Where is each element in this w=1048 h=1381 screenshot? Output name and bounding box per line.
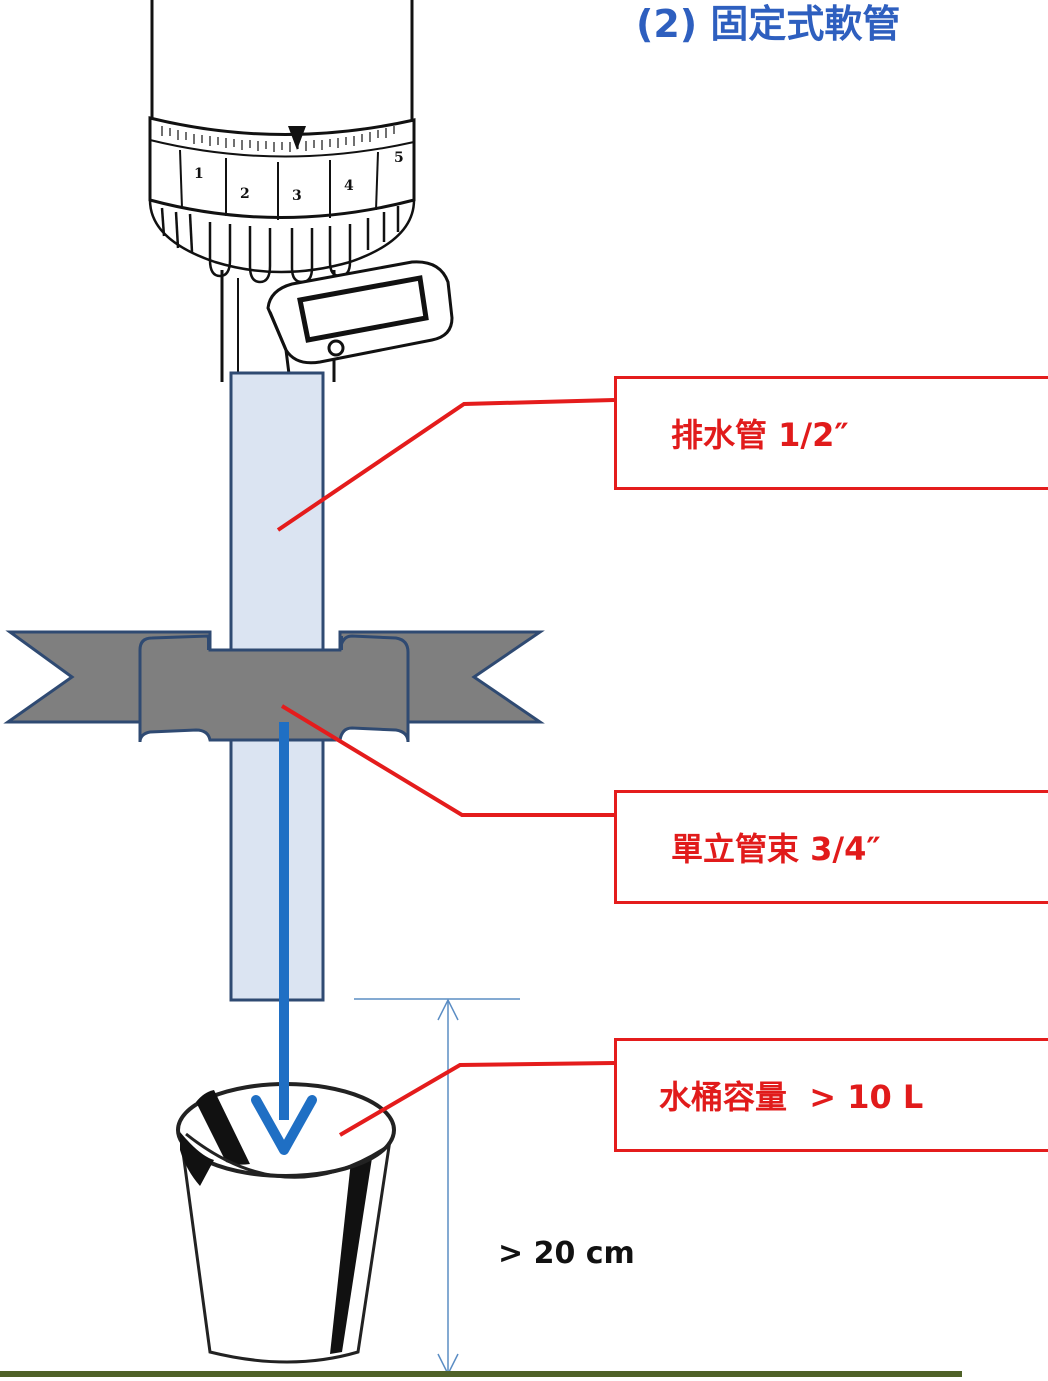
callout-pipe-clamp: 單立管束 3/4″: [614, 790, 1048, 904]
callout-pipe-clamp-label: 單立管束 3/4″: [671, 830, 881, 868]
dial-number-1: 1: [194, 166, 204, 182]
dial-ticks: [161, 126, 395, 152]
callout-drain-pipe-label: 排水管 1/2″: [671, 416, 849, 454]
flow-arrow-icon: [251, 722, 317, 1155]
leader-pipe-clamp: [280, 704, 614, 817]
dosing-pump: 1 2 3 4 5: [148, 0, 454, 383]
callout-bucket: 水桶容量 > 10 L: [614, 1038, 1048, 1152]
dial-number-2: 2: [240, 186, 250, 202]
battery-box: [266, 260, 454, 383]
callout-drain-pipe: 排水管 1/2″: [614, 376, 1048, 490]
dial-indicator-icon: [288, 126, 306, 150]
bucket: [176, 1082, 396, 1364]
pipe-clamp: [3, 630, 545, 743]
clamp-band: [138, 634, 410, 743]
page-title: (2) 固定式軟管: [636, 2, 901, 46]
dial-number-3: 3: [292, 188, 302, 204]
height-label: > 20 cm: [498, 1236, 635, 1271]
leader-lines: [276, 398, 615, 1137]
dial-number-5: 5: [394, 150, 404, 166]
pump-cylinder: [150, 0, 414, 138]
dial-numbers: 1 2 3 4 5: [194, 150, 404, 204]
leader-bucket: [338, 1061, 615, 1137]
dial-number-4: 4: [344, 178, 354, 194]
leader-drain-pipe: [276, 398, 615, 532]
callout-bucket-label: 水桶容量 > 10 L: [659, 1078, 924, 1116]
